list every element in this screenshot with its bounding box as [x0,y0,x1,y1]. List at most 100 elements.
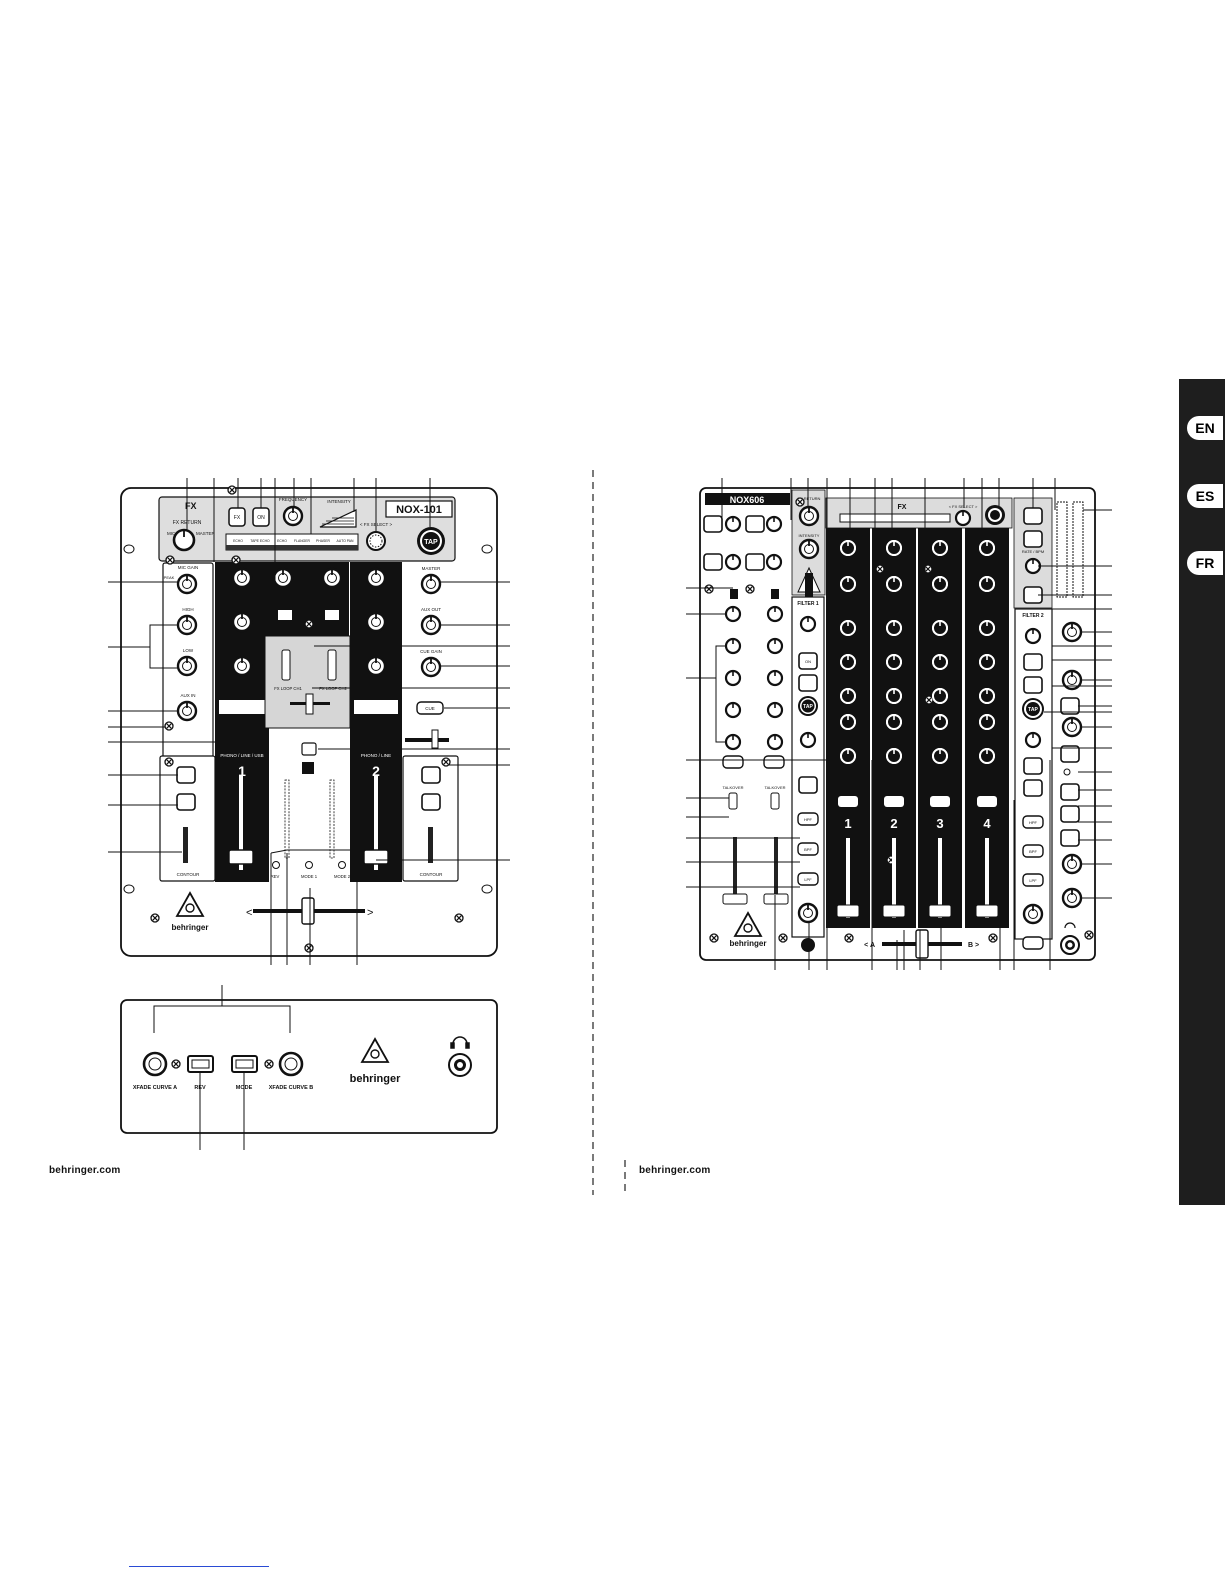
ch4-knob-1[interactable] [979,540,995,556]
mic1-gain-knob[interactable] [724,515,742,533]
mic-high-knob[interactable] [176,614,198,636]
ch2-gain-knob[interactable] [321,567,343,589]
frequency-knob[interactable] [282,505,304,527]
ch2-knob-5[interactable] [886,688,902,704]
ch4-knob-6[interactable] [979,714,995,730]
mic2-pfl-button[interactable] [703,553,723,571]
ch3-knob-6[interactable] [932,714,948,730]
mic-b-high-knob[interactable] [766,637,784,655]
ch4-knob-3[interactable] [979,620,995,636]
crossfader-right[interactable] [882,929,962,959]
mic-b-mid-knob[interactable] [766,669,784,687]
ch3-fader-cap[interactable] [928,904,952,918]
ch4-fader-cap[interactable] [975,904,999,918]
reverse-button-left[interactable] [176,766,196,784]
ch3-knob-2[interactable] [932,576,948,592]
mic-b-gain-knob[interactable] [766,605,784,623]
language-tab-es[interactable]: ES [1187,484,1223,508]
intensity-knob-right[interactable] [798,538,820,560]
ch1-high-knob[interactable] [231,567,253,589]
ch2-knob-3[interactable] [886,620,902,636]
filter2-on-button[interactable] [1023,757,1043,775]
ch1-knob-7[interactable] [840,748,856,764]
ch1-knob-5[interactable] [840,688,856,704]
footer-brand-url-right[interactable]: behringer.com [639,1165,711,1176]
ch2-knob-4[interactable] [886,654,902,670]
mic4-gain-knob[interactable] [765,553,783,571]
mode-button-right[interactable] [421,793,441,811]
ch1-knob-6[interactable] [840,714,856,730]
filter1-tap-button[interactable] [798,696,818,716]
rate-bpm-knob[interactable] [1024,557,1042,575]
ch4-knob-5[interactable] [979,688,995,704]
cue-gain-knob-right[interactable] [1061,887,1083,909]
mic-low-knob[interactable] [176,655,198,677]
crossfader-left[interactable] [253,897,365,925]
language-tab-fr[interactable]: FR [1187,551,1223,575]
ch4-cue-button[interactable] [977,796,997,807]
ch3-cue-button[interactable] [930,796,950,807]
ch2-low-knob[interactable] [365,655,387,677]
master-knob[interactable] [420,573,442,595]
xfade-curve-a-knob[interactable] [142,1051,168,1077]
filter1-on2-button[interactable] [798,776,818,794]
filter2-lfo-depth-knob[interactable] [1024,627,1042,645]
ch2-high-knob[interactable] [365,567,387,589]
filter2-on2-button[interactable] [1023,779,1043,797]
fx-button-2-right[interactable] [1023,530,1043,548]
xfade-curve-b-knob[interactable] [278,1051,304,1077]
ch1-gain-knob[interactable] [272,567,294,589]
fx-button[interactable] [228,507,246,527]
ch4-knob-2[interactable] [979,576,995,592]
ch3-knob-3[interactable] [932,620,948,636]
ch1-knob-4[interactable] [840,654,856,670]
fx-return-knob-right[interactable] [798,505,820,527]
ch3-knob-4[interactable] [932,654,948,670]
mic3-pfl-button[interactable] [745,515,765,533]
ch1-mid-knob[interactable] [231,611,253,633]
ch4-knob-4[interactable] [979,654,995,670]
mic2-gain-knob[interactable] [724,553,742,571]
filter1-fx-bottom-button[interactable] [801,938,815,952]
filter2-frequency-knob[interactable] [1022,903,1044,925]
rev-button-rear[interactable] [187,1055,214,1073]
ch2-knob-6[interactable] [886,714,902,730]
master-knob-right[interactable] [1061,621,1083,643]
cue-gain-knob[interactable] [420,656,442,678]
ch1-knob-1[interactable] [840,540,856,556]
mic-a-high-knob[interactable] [724,637,742,655]
filter2-button-b[interactable] [1023,676,1043,694]
cue-mix-knob[interactable] [1061,853,1083,875]
cue-button-a-right[interactable] [1060,783,1080,801]
ch1-fader-cap[interactable] [836,904,860,918]
mode-button-rear[interactable] [231,1055,258,1073]
mic-b-low-knob[interactable] [766,701,784,719]
filter2-on-bottom-button[interactable] [1022,936,1044,950]
ch3-knob-7[interactable] [932,748,948,764]
mic-gain-knob[interactable] [176,573,198,595]
cue-button[interactable] [416,701,444,715]
mic-a-low-knob[interactable] [724,701,742,719]
mic1-pfl-button[interactable] [703,515,723,533]
ch3-knob-1[interactable] [932,540,948,556]
ch2-fader-cap[interactable] [882,904,906,918]
ch1-fader[interactable] [228,775,254,870]
ch2-mid-knob[interactable] [365,611,387,633]
ch4-knob-7[interactable] [979,748,995,764]
mic-cue-button[interactable] [763,755,785,769]
fx-select-knob-right[interactable] [954,509,972,527]
language-tab-en[interactable]: EN [1187,416,1223,440]
cue-mode-button[interactable] [301,742,317,756]
cue-button-b-right[interactable] [1060,805,1080,823]
footer-brand-url-left[interactable]: behringer.com [49,1165,121,1176]
mic3-gain-knob[interactable] [765,515,783,533]
cue-button-c-right[interactable] [1060,829,1080,847]
filter2-button-a[interactable] [1023,653,1043,671]
filter2-resonance-knob[interactable] [1024,731,1042,749]
ch2-cue-button[interactable] [884,796,904,807]
fx-on-button-right[interactable] [985,505,1005,525]
fx-return-knob[interactable] [172,528,196,552]
ch2-knob-2[interactable] [886,576,902,592]
mic-b-extra-knob[interactable] [766,733,784,751]
filter1-fx-button[interactable] [798,674,818,692]
